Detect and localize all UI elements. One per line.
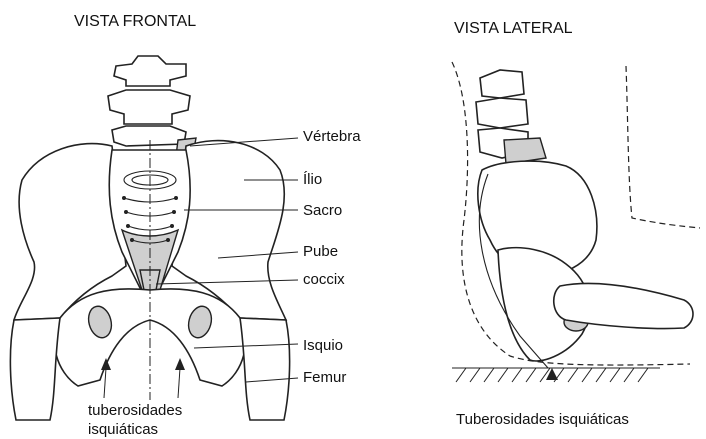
lateral-pelvis-drawing bbox=[478, 161, 693, 368]
frontal-caption-line1: tuberosidades bbox=[88, 402, 182, 419]
lateral-title: VISTA LATERAL bbox=[454, 20, 573, 37]
label-vertebra: Vértebra bbox=[303, 128, 361, 145]
label-isquio: Isquio bbox=[303, 337, 343, 354]
label-sacro: Sacro bbox=[303, 202, 342, 219]
label-femur: Femur bbox=[303, 369, 346, 386]
label-coccix: coccix bbox=[303, 271, 345, 288]
label-ilio: Ílio bbox=[303, 171, 322, 188]
lateral-view: VISTA LATERAL bbox=[452, 20, 700, 428]
frontal-vertebrae-drawing bbox=[108, 56, 196, 160]
label-pube: Pube bbox=[303, 243, 338, 260]
seat-surface bbox=[452, 368, 660, 382]
frontal-pelvis-drawing bbox=[10, 140, 289, 420]
lateral-caption: Tuberosidades isquiáticas bbox=[456, 411, 629, 428]
lateral-vertebrae-drawing bbox=[476, 70, 546, 164]
frontal-title: VISTA FRONTAL bbox=[74, 13, 196, 30]
frontal-caption-line2: isquiáticas bbox=[88, 421, 158, 438]
frontal-view: VISTA FRONTAL bbox=[10, 13, 361, 438]
